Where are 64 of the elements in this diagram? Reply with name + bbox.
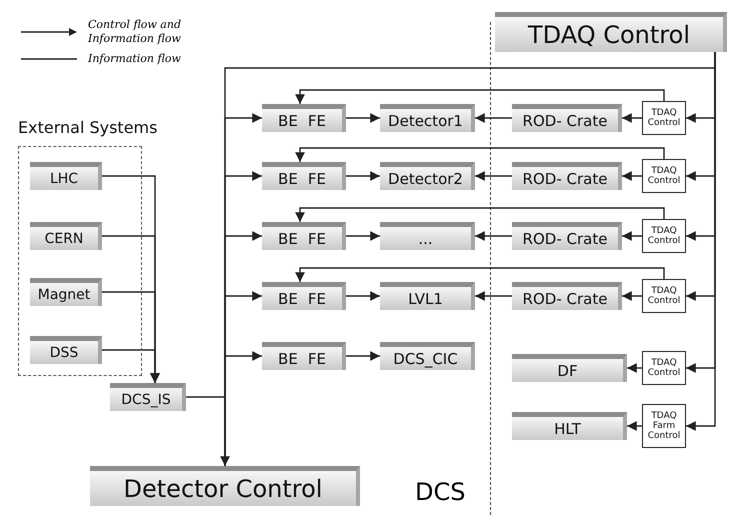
arrow: [295, 89, 665, 104]
system-box: [262, 342, 346, 370]
system-box: DCS_IS: [110, 383, 186, 411]
system-box: LVL1: [380, 282, 475, 310]
system-box: [262, 222, 346, 250]
arrow: [346, 351, 380, 361]
control-box: TDAQ Control: [642, 159, 686, 193]
system-box: ROD- Crate: [512, 222, 622, 250]
arrow: [186, 396, 230, 466]
control-box: TDAQ Control: [642, 351, 686, 385]
system-box: [262, 162, 346, 190]
system-box: LHC: [30, 162, 102, 190]
arrow: [622, 171, 642, 181]
arrow: [295, 207, 665, 222]
box-label: FE: [308, 290, 326, 308]
arrow: [346, 171, 380, 181]
arrow: [622, 291, 642, 301]
system-box: ROD- Crate: [512, 104, 622, 132]
arrow: [475, 171, 512, 181]
box-label: FE: [308, 350, 326, 368]
arrow: [346, 231, 380, 241]
box-label: BE: [278, 230, 298, 248]
system-box: HLT: [512, 412, 627, 440]
box-label: BE: [278, 290, 298, 308]
arrow: [102, 349, 160, 383]
arrow: [346, 291, 380, 301]
arrow: [475, 291, 512, 301]
arrow: [295, 147, 665, 162]
system-box: Detector1: [380, 104, 475, 132]
box-label: FE: [308, 112, 326, 130]
box-label: FE: [308, 230, 326, 248]
system-box: Magnet: [30, 278, 102, 306]
arrow: [627, 363, 642, 373]
system-box: DF: [512, 354, 627, 382]
control-box: TDAQ Farm Control: [642, 404, 686, 448]
box-label: BE: [278, 112, 298, 130]
box-label: BE: [278, 350, 298, 368]
arrow: [622, 113, 642, 123]
system-box: CERN: [30, 222, 102, 250]
arrow: [346, 113, 380, 123]
system-box: ROD- Crate: [512, 162, 622, 190]
system-box: [262, 282, 346, 310]
system-box: Detector Control: [90, 466, 360, 506]
system-box: ...: [380, 222, 475, 250]
legend-text: Information flow: [88, 52, 182, 66]
arrow: [475, 231, 512, 241]
system-box: DCS_CIC: [380, 342, 475, 370]
arrow: [295, 267, 665, 282]
box-label: FE: [308, 170, 326, 188]
control-box: TDAQ Control: [642, 279, 686, 313]
control-box: TDAQ Control: [642, 101, 686, 135]
legend-text: Control flow and Information flow: [88, 18, 182, 46]
system-box: TDAQ Control: [495, 12, 727, 52]
control-box: TDAQ Control: [642, 219, 686, 253]
arrow: [627, 421, 642, 431]
box-label: BE: [278, 170, 298, 188]
arrow: [622, 231, 642, 241]
arrow: [475, 113, 512, 123]
system-box: DSS: [30, 336, 102, 364]
section-label: DCS: [415, 478, 466, 506]
group-heading: External Systems: [18, 118, 158, 137]
system-box: ROD- Crate: [512, 282, 622, 310]
system-box: [262, 104, 346, 132]
system-box: Detector2: [380, 162, 475, 190]
